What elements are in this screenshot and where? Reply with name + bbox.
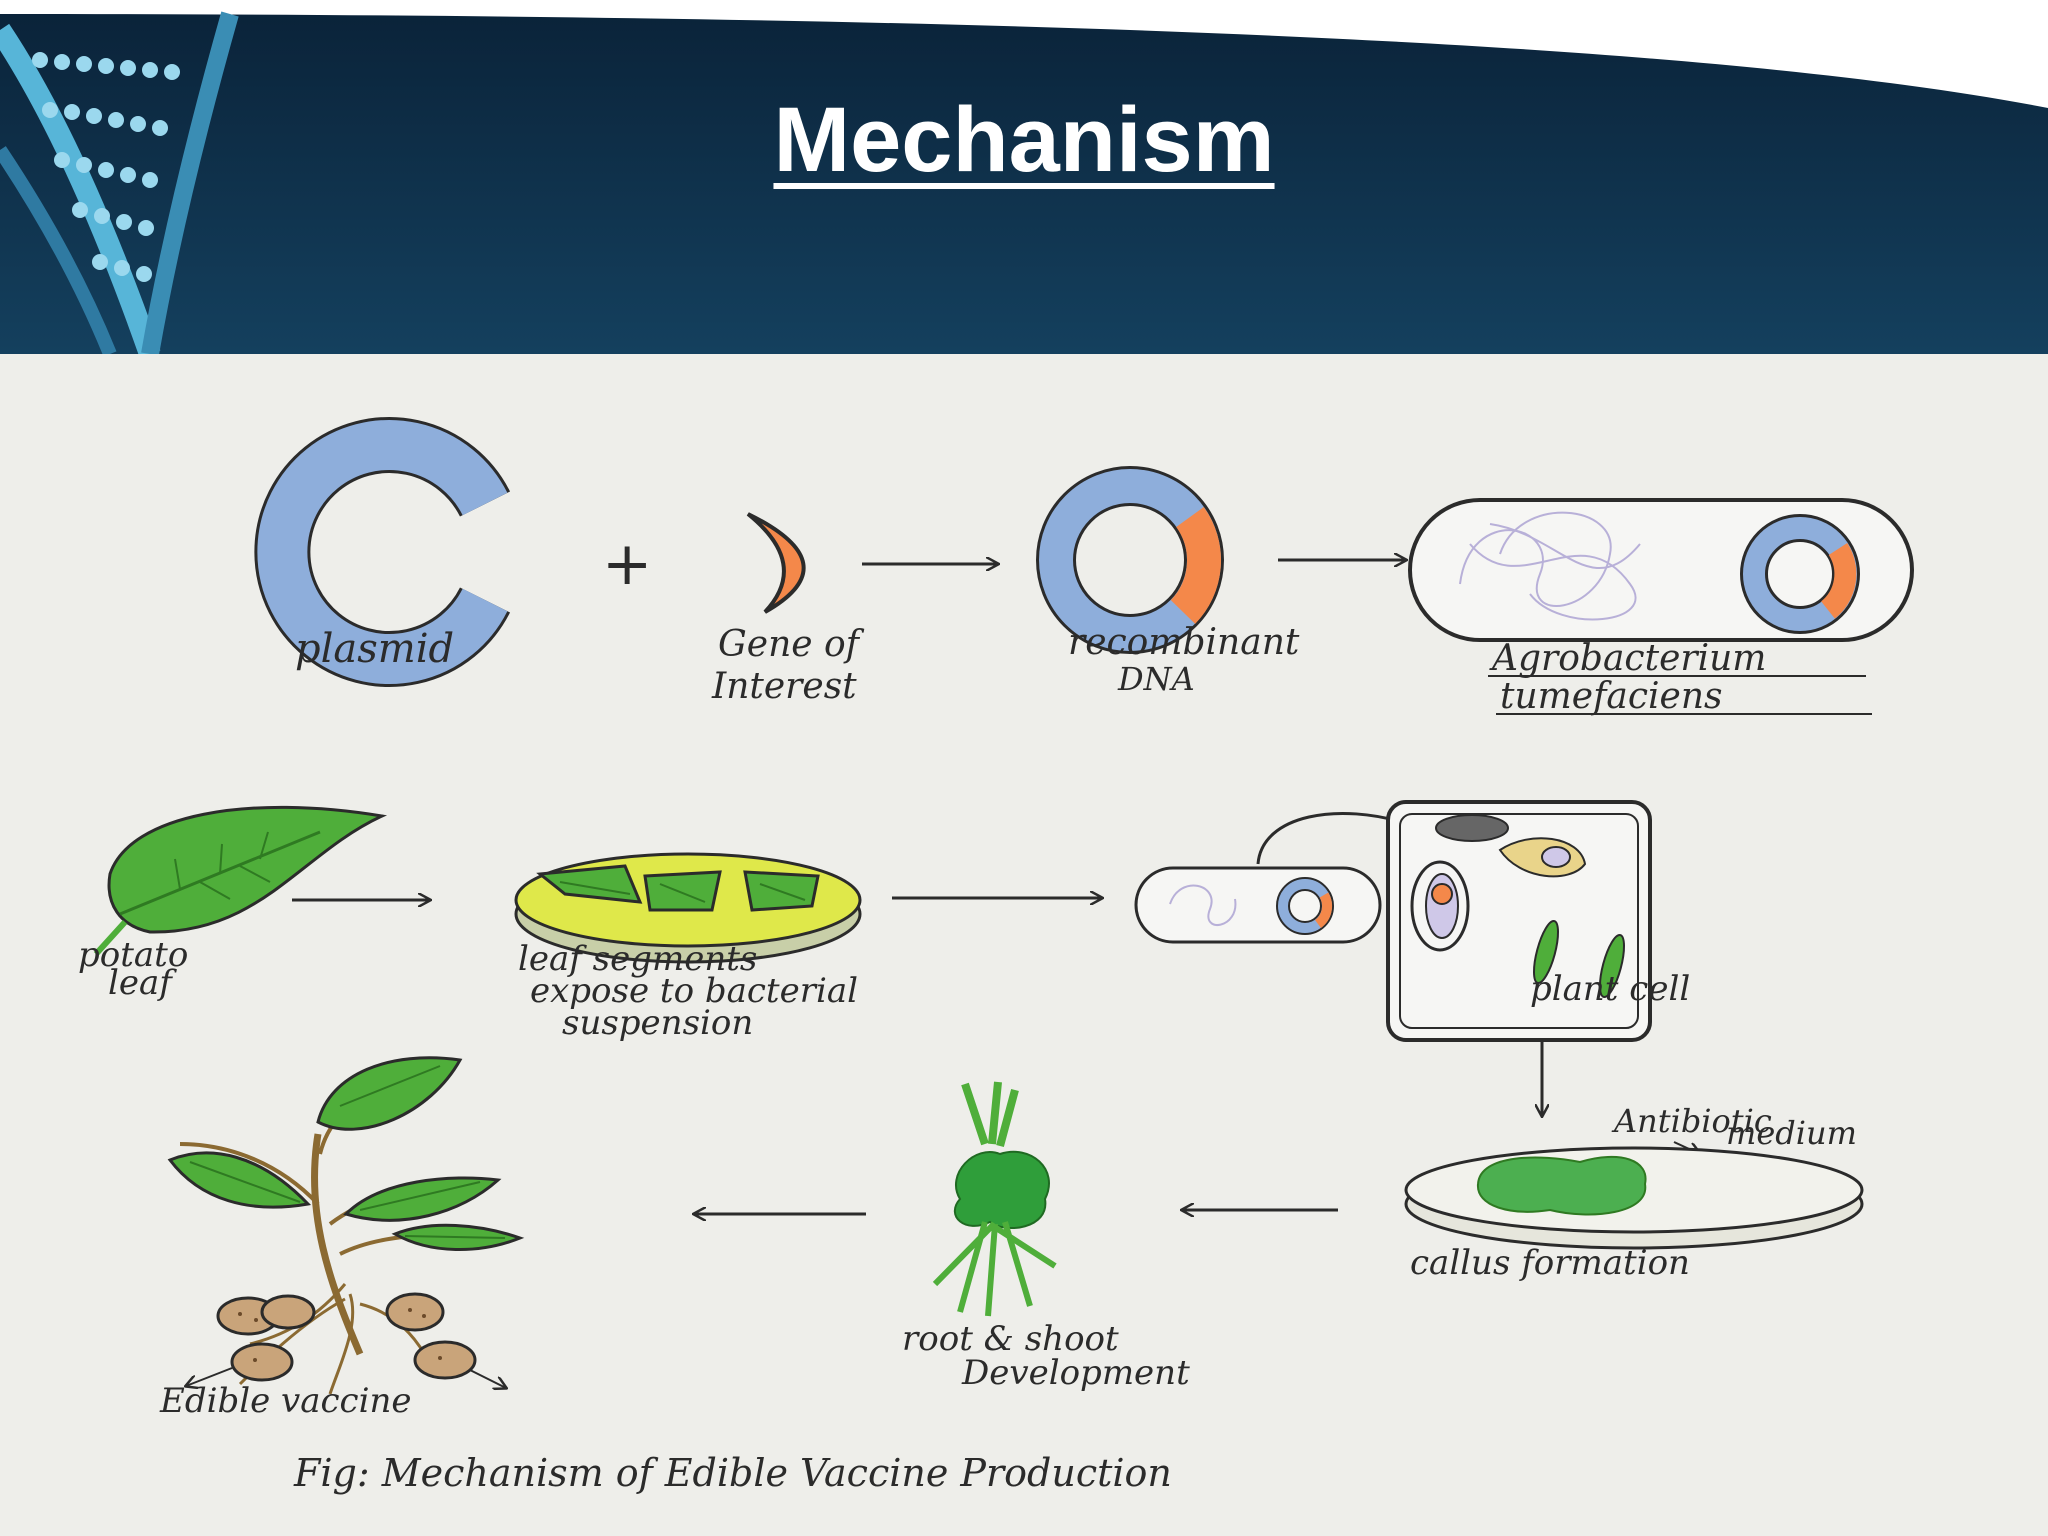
arrow-bacterium-to-plantcell: [1256, 811, 1408, 865]
agrobacterium-label-line1: Agrobacterium: [1489, 638, 1766, 679]
potato-leaf-label-line1: potato: [78, 935, 188, 975]
root-shoot-label-line1: root & shoot: [902, 1319, 1119, 1359]
figure-caption: Fig: Mechanism of Edible Vaccine Product…: [293, 1451, 1172, 1495]
recombinant-label-line2: DNA: [1117, 660, 1195, 698]
edible-pointer-right: [469, 1369, 506, 1388]
antibiotic-label-line1: Antibiotic: [1611, 1102, 1772, 1140]
edible-pointer-left: [186, 1367, 233, 1386]
diagram-paper: plasmid + Gene of Interest recombinant D…: [0, 354, 2048, 1536]
root-shoot-label-line2: Development: [961, 1353, 1190, 1393]
header-background: [0, 0, 2048, 354]
potato-leaf-illustration: [93, 805, 388, 957]
segments-label-line3: suspension: [562, 1003, 753, 1043]
edible-vaccine-label: Edible vaccine: [159, 1381, 411, 1421]
plant-cell-illustration: [1386, 800, 1652, 1042]
gene-label-line2: Interest: [711, 666, 857, 707]
recombinant-dna-illustration: [1036, 466, 1224, 654]
plant-cell-label: plant cell: [1530, 969, 1690, 1009]
plus-sign: +: [602, 529, 652, 599]
callus-label: callus formation: [1410, 1243, 1690, 1283]
segments-label-line2: expose to bacterial: [530, 971, 858, 1011]
gene-of-interest-illustration: [746, 512, 806, 614]
potato-leaf-label-line2: leaf: [108, 963, 177, 1003]
agrobacterium-label-line2: tumefaciens: [1500, 676, 1723, 717]
agrobacterium-cell-illustration: [1408, 498, 1914, 642]
callus-dish-illustration: [1404, 1146, 1864, 1250]
slide-header: Mechanism: [0, 0, 2048, 354]
potato-plant-illustration: [167, 1056, 525, 1395]
recombinant-label-line1: recombinant: [1068, 622, 1300, 663]
leaf-segments-dish-illustration: [514, 852, 862, 964]
plasmid-illustration: [254, 417, 510, 687]
slide-title: Mechanism: [773, 89, 1275, 191]
gene-label-line1: Gene of: [718, 624, 865, 665]
edible-vaccine-diagram: plasmid + Gene of Interest recombinant D…: [78, 417, 1914, 1495]
root-shoot-illustration: [932, 1081, 1057, 1317]
bacterium-entering-cell-illustration: [1134, 866, 1382, 944]
dna-helix-icon: [0, 11, 239, 354]
antibiotic-label-line2: medium: [1726, 1114, 1857, 1152]
plasmid-label: plasmid: [295, 626, 454, 672]
segments-label-line1: leaf segments: [518, 939, 757, 979]
